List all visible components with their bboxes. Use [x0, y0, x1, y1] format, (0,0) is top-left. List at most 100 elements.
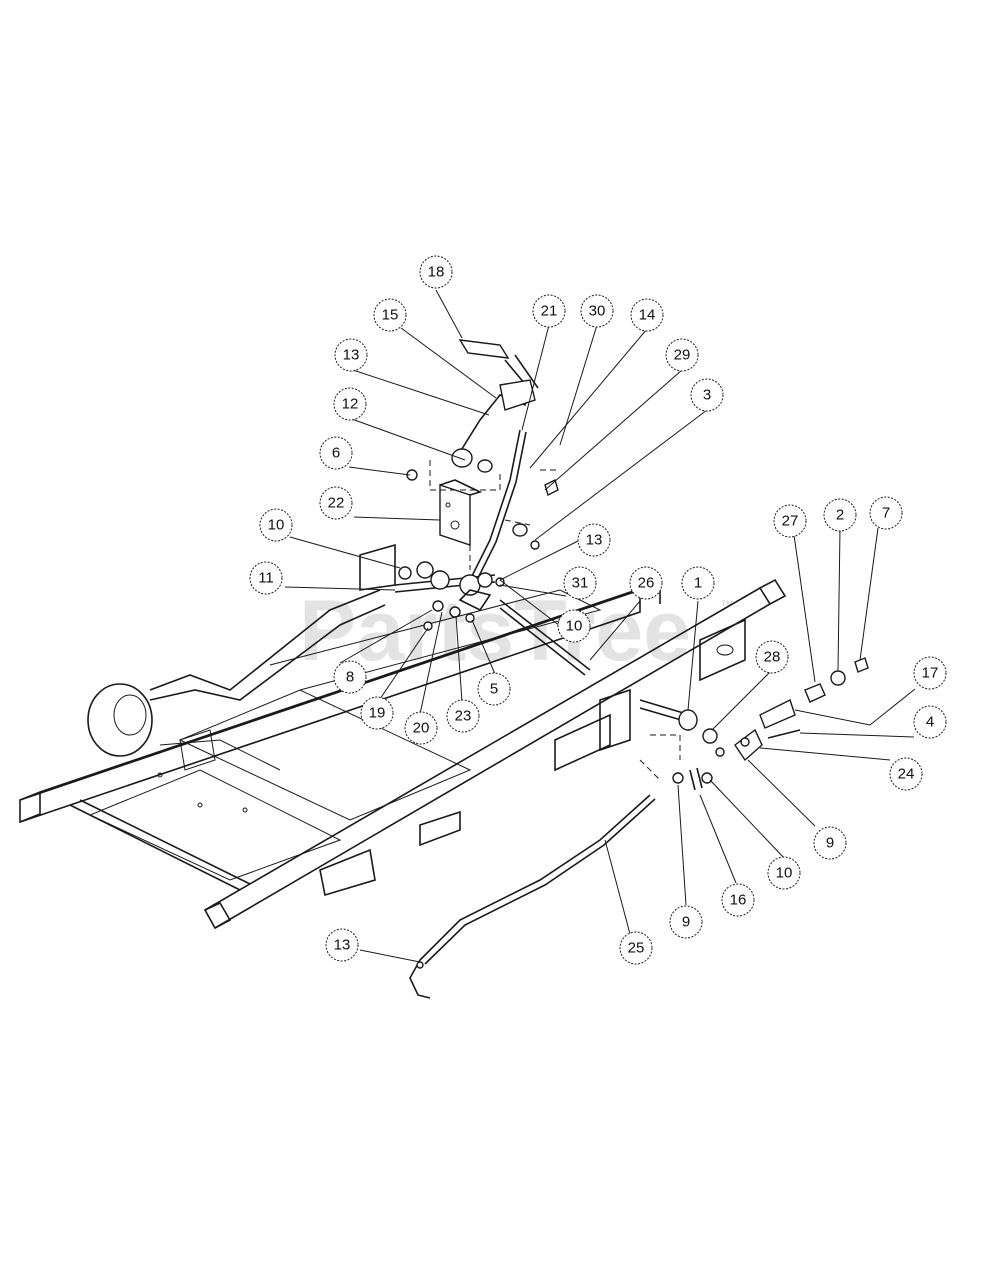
callout-circle [767, 856, 801, 890]
callout-number: 13 [586, 532, 603, 549]
callout-27: 27 [773, 504, 807, 538]
callout-13: 13 [325, 928, 359, 962]
callout-number: 10 [776, 865, 793, 882]
callout-number: 31 [572, 575, 589, 592]
callout-9: 9 [813, 826, 847, 860]
callout-circle [630, 298, 664, 332]
callout-number: 13 [343, 347, 360, 364]
callout-11: 11 [249, 561, 283, 595]
callout-circle [577, 523, 611, 557]
callout-25: 25 [619, 931, 653, 965]
callout-number: 21 [541, 303, 558, 320]
callout-number: 10 [268, 517, 285, 534]
callout-number: 24 [898, 766, 915, 783]
callout-number: 30 [589, 303, 606, 320]
callout-circle [619, 931, 653, 965]
right-side-parts-drawing [409, 657, 869, 999]
callout-number: 20 [413, 720, 430, 737]
callout-6: 6 [319, 436, 353, 470]
callout-circle [333, 387, 367, 421]
callout-number: 27 [782, 513, 799, 530]
callout-number: 14 [639, 307, 656, 324]
callout-circle [557, 609, 591, 643]
callout-number: 26 [638, 575, 655, 592]
callout-number: 7 [882, 505, 890, 522]
callout-21: 21 [532, 294, 566, 328]
callout-number: 3 [703, 387, 711, 404]
callout-19: 19 [360, 696, 394, 730]
callout-20: 20 [404, 711, 438, 745]
callout-number: 23 [455, 708, 472, 725]
callout-number: 8 [346, 669, 354, 686]
callout-circle [325, 928, 359, 962]
callout-circle [913, 656, 947, 690]
callout-number: 5 [490, 681, 498, 698]
callout-7: 7 [869, 496, 903, 530]
callout-23: 23 [446, 699, 480, 733]
callout-number: 17 [922, 665, 939, 682]
callout-number: 29 [674, 347, 691, 364]
callout-circle [889, 757, 923, 791]
callout-9: 9 [669, 905, 703, 939]
callout-number: 9 [682, 914, 690, 931]
callout-10: 10 [557, 609, 591, 643]
callout-14: 14 [630, 298, 664, 332]
callout-5: 5 [477, 672, 511, 706]
callout-number: 11 [258, 570, 274, 587]
callout-number: 16 [730, 892, 747, 909]
frame-drawing [19, 543, 787, 930]
callout-circle [404, 711, 438, 745]
callout-number: 2 [836, 507, 844, 524]
callout-circle [319, 436, 353, 470]
callout-number: 12 [342, 396, 359, 413]
callout-circle [721, 883, 755, 917]
callout-circle [681, 566, 715, 600]
callout-circle [334, 338, 368, 372]
callout-15: 15 [373, 298, 407, 332]
callout-circle [360, 696, 394, 730]
callout-circle [823, 498, 857, 532]
callout-12: 12 [333, 387, 367, 421]
callout-circle [665, 338, 699, 372]
callout-circle [580, 294, 614, 328]
callout-10: 10 [259, 508, 293, 542]
callout-circle [319, 486, 353, 520]
pedal-assembly-drawing [394, 339, 681, 781]
callout-number: 13 [334, 937, 351, 954]
callout-3: 3 [690, 378, 724, 412]
watermark: PartsTree [299, 583, 691, 679]
callout-circle [669, 905, 703, 939]
callout-24: 24 [889, 757, 923, 791]
callout-circle [249, 561, 283, 595]
callout-16: 16 [721, 883, 755, 917]
callout-number: 25 [628, 940, 645, 957]
callout-circle [755, 640, 789, 674]
callout-29: 29 [665, 338, 699, 372]
callout-number: 28 [764, 649, 781, 666]
callout-circle [532, 294, 566, 328]
callout-8: 8 [333, 660, 367, 694]
callout-17: 17 [913, 656, 947, 690]
callout-4: 4 [913, 705, 947, 739]
callout-31: 31 [563, 566, 597, 600]
callout-number: 15 [382, 307, 399, 324]
callout-13: 13 [334, 338, 368, 372]
callout-13: 13 [577, 523, 611, 557]
callout-circle [373, 298, 407, 332]
callout-circle [690, 378, 724, 412]
callout-number: 9 [826, 835, 834, 852]
callout-2: 2 [823, 498, 857, 532]
callout-10: 10 [767, 856, 801, 890]
callout-18: 18 [419, 255, 453, 289]
callout-number: 22 [328, 495, 345, 512]
callout-circle [773, 504, 807, 538]
callout-circle [419, 255, 453, 289]
callout-circle [477, 672, 511, 706]
callout-circle [333, 660, 367, 694]
callout-28: 28 [755, 640, 789, 674]
leader-lines [284, 289, 916, 963]
callout-circle [563, 566, 597, 600]
callout-circle [629, 566, 663, 600]
